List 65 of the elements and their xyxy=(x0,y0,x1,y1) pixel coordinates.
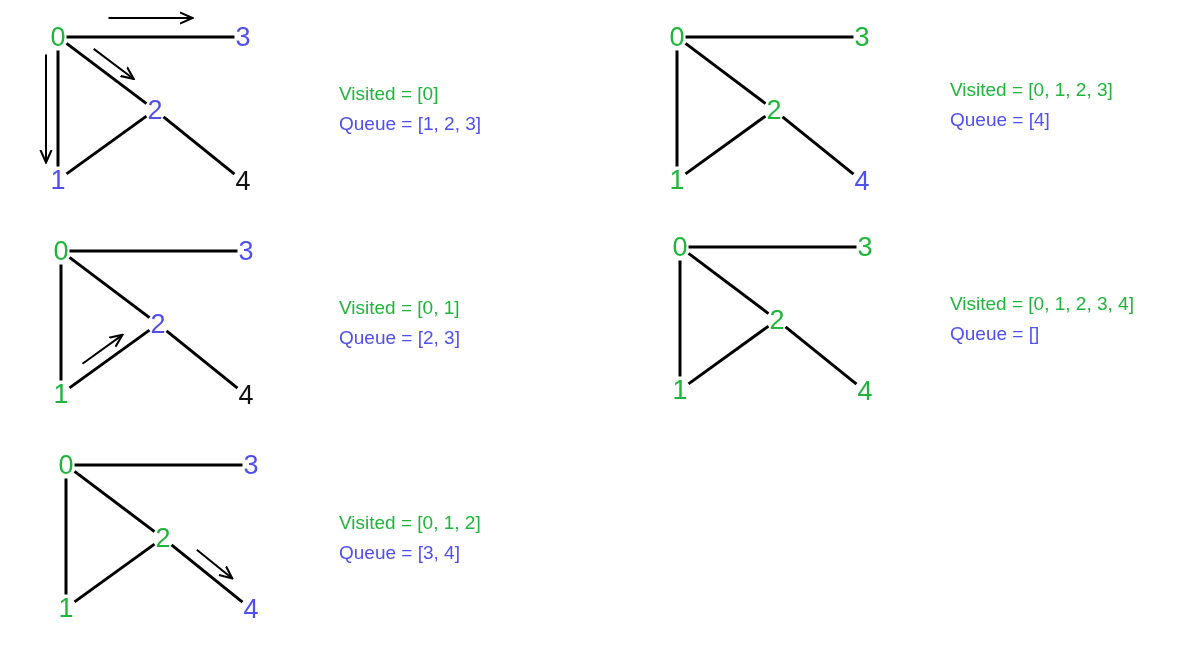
graph-edge xyxy=(687,324,770,386)
vertex-label: 3 xyxy=(234,23,252,51)
vertex-label: 2 xyxy=(146,96,164,124)
status-text: Queue = [3, 4] xyxy=(339,542,460,562)
status-text: Queue = [4] xyxy=(950,109,1050,129)
vertex-label: 2 xyxy=(768,306,786,334)
graph-edge xyxy=(65,42,148,105)
vertex-label: 4 xyxy=(853,167,871,195)
vertex-label: 4 xyxy=(856,377,874,405)
graph-edge xyxy=(73,470,156,533)
vertex-label: 2 xyxy=(765,96,783,124)
status-text: Visited = [0] xyxy=(339,83,439,103)
graph-edge xyxy=(68,328,151,390)
graph-edge xyxy=(56,50,60,167)
vertex-label: 2 xyxy=(154,524,172,552)
graph-edge xyxy=(74,463,243,467)
graph-edge xyxy=(687,252,770,315)
vertex-label: 3 xyxy=(853,23,871,51)
vertex-label: 2 xyxy=(149,310,167,338)
vertex-label: 4 xyxy=(237,381,255,409)
status-text: Visited = [0, 1] xyxy=(339,297,460,317)
graph-edge xyxy=(675,50,679,167)
graph-edge xyxy=(688,245,857,249)
traversal-arrow xyxy=(195,548,234,580)
graph-edge xyxy=(684,42,767,105)
status-text: Queue = [] xyxy=(950,323,1040,343)
status-text: Visited = [0, 1, 2] xyxy=(339,512,481,532)
vertex-label: 4 xyxy=(242,595,260,623)
vertex-label: 3 xyxy=(242,451,260,479)
vertex-label: 1 xyxy=(52,380,70,408)
status-text: Queue = [2, 3] xyxy=(339,327,460,347)
traversal-arrow xyxy=(92,47,135,80)
graph-edge xyxy=(165,329,239,390)
graph-edge xyxy=(685,35,854,39)
status-text: Queue = [1, 2, 3] xyxy=(339,113,482,133)
vertex-label: 4 xyxy=(234,167,252,195)
vertex-label: 3 xyxy=(237,237,255,265)
vertex-label: 1 xyxy=(57,594,75,622)
vertex-label: 0 xyxy=(671,233,689,261)
vertex-label: 1 xyxy=(671,376,689,404)
vertex-label: 1 xyxy=(668,166,686,194)
graph-edge xyxy=(781,115,855,176)
vertex-label: 1 xyxy=(49,166,67,194)
graph-edge xyxy=(59,264,63,381)
graph-edge xyxy=(69,249,238,253)
graph-edge xyxy=(65,114,148,176)
traversal-arrow xyxy=(39,53,53,164)
vertex-label: 0 xyxy=(57,451,75,479)
graph-edge xyxy=(68,256,151,319)
graph-edge xyxy=(64,478,68,595)
graph-edge xyxy=(784,325,858,386)
graph-edge xyxy=(678,260,682,377)
vertex-label: 0 xyxy=(668,23,686,51)
status-text: Visited = [0, 1, 2, 3] xyxy=(950,79,1113,99)
graph-edge xyxy=(170,543,244,604)
vertex-label: 0 xyxy=(52,237,70,265)
graph-edge xyxy=(162,115,236,176)
graph-edge xyxy=(66,35,235,39)
graph-edge xyxy=(684,114,767,176)
traversal-arrow xyxy=(81,333,124,365)
vertex-label: 3 xyxy=(856,233,874,261)
traversal-arrow xyxy=(107,11,194,25)
vertex-label: 0 xyxy=(49,23,67,51)
graph-edge xyxy=(73,542,156,604)
status-text: Visited = [0, 1, 2, 3, 4] xyxy=(950,293,1134,313)
